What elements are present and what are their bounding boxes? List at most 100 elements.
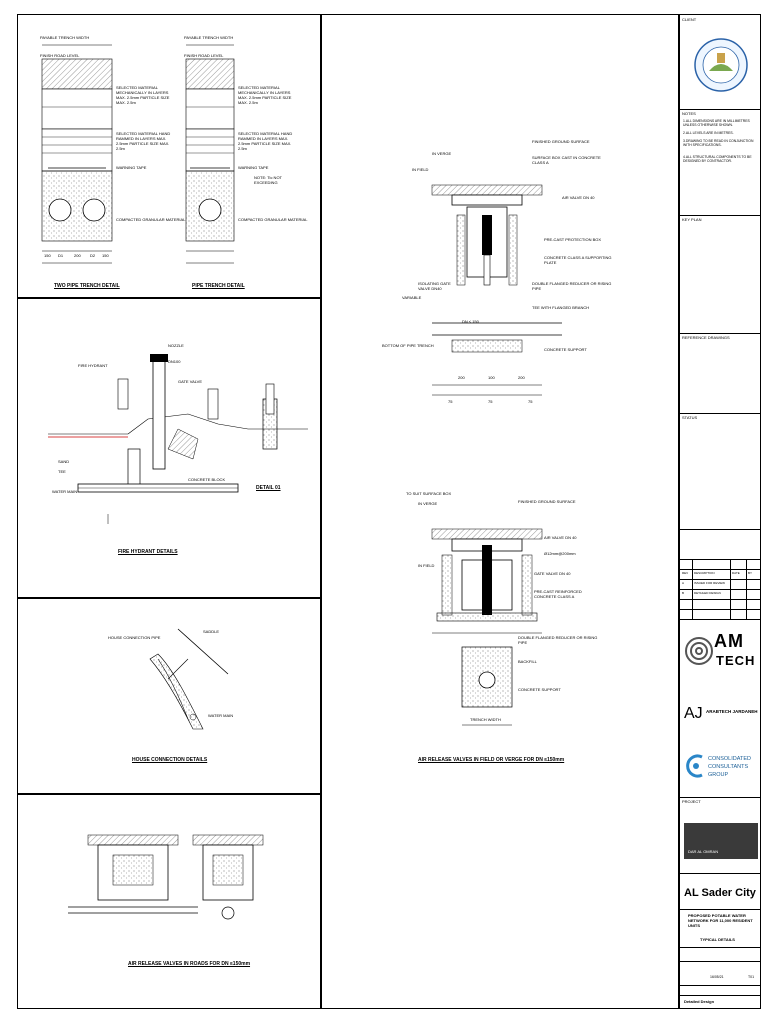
air-roads-drawing bbox=[68, 834, 264, 920]
fire-caption: FIRE HYDRANT DETAILS bbox=[118, 549, 178, 555]
aj-name: ARABTECH JARDANEH bbox=[706, 709, 758, 714]
house-label-main: WATER MAIN bbox=[208, 713, 234, 718]
finish-road-label: FINISH ROAD LEVEL bbox=[40, 53, 80, 58]
house-connection-panel: HOUSE CONNECTION PIPE SADDLE WATER MAIN … bbox=[17, 598, 321, 794]
top-tee: TEE WITH FLANGED BRANCH bbox=[532, 305, 590, 310]
top-air-valve: AIR VALVE DN 40 bbox=[562, 195, 595, 200]
ccg-logo: CONSOLIDATED CONSULTANTS GROUP bbox=[684, 745, 758, 795]
dar-logo: DAR AL OMRAN bbox=[684, 823, 758, 859]
air-roads-caption: AIR RELEASE VALVES IN ROADS FOR DN ≤150m… bbox=[128, 961, 251, 967]
top-dim-75c: 75 bbox=[528, 399, 533, 404]
amtech-am: AM bbox=[714, 631, 744, 651]
top-in-field: IN FIELD bbox=[412, 167, 429, 172]
selected-material-1b: SELECTED MATERIAL MECHANICALLY IN LAYERS… bbox=[238, 85, 292, 105]
house-caption: HOUSE CONNECTION DETAILS bbox=[132, 757, 208, 763]
top-dn: DN ≤ 150 bbox=[462, 319, 479, 324]
amtech-rings-icon bbox=[685, 637, 713, 665]
top-dim-100: 100 bbox=[488, 375, 495, 380]
fire-hydrant-drawing bbox=[48, 354, 308, 524]
fire-label-tee: TEE bbox=[58, 469, 66, 474]
bot-to-suit: TO SUIT SURFACE BOX bbox=[406, 491, 452, 496]
top-dim-200a: 200 bbox=[458, 375, 465, 380]
client-label: CLIENT bbox=[682, 17, 697, 22]
top-in-verge: IN VERGE bbox=[432, 151, 452, 156]
fire-label-gate: GATE VALVE bbox=[178, 379, 203, 384]
title-block: CLIENT NOTES 1.ALL DIMENSIONS ARE IN MIL… bbox=[679, 14, 761, 1009]
dim-d1: D1 bbox=[58, 253, 64, 258]
aj-mark: AJ bbox=[684, 705, 703, 722]
bot-reducer: DOUBLE FLANGED REDUCER OR RISING PIPE bbox=[518, 635, 598, 645]
top-dim-75a: 75 bbox=[448, 399, 453, 404]
rev-header-rev: REV bbox=[682, 571, 689, 575]
note-4: 4.ALL STRUCTURAL COMPONENTS TO BE DESIGN… bbox=[683, 155, 752, 163]
key-plan-label: KEY PLAN bbox=[682, 217, 702, 222]
rev-header-date: DATE bbox=[732, 571, 740, 575]
top-isolating: ISOLATING GATE VALVE DN40 bbox=[418, 281, 451, 291]
aj-logo: AJ ARABTECH JARDANEH bbox=[684, 703, 758, 743]
top-reducer: DOUBLE FLANGED REDUCER OR RISING PIPE bbox=[532, 281, 612, 291]
reference-label: REFERENCE DRAWINGS bbox=[682, 335, 730, 340]
client-seal bbox=[694, 38, 748, 92]
project-title: AL Sader City bbox=[684, 887, 756, 899]
top-surface-box: SURFACE BOX CAST IN CONCRETE CLASS A bbox=[532, 155, 601, 165]
revision-table: REV DESCRIPTION DATE BY A ISSUED FOR REV… bbox=[680, 529, 760, 619]
ccg-name: CONSOLIDATED CONSULTANTS GROUP bbox=[708, 756, 751, 778]
note-3: 3.DRAWING TO BE READ IN CONJUNCTION WITH… bbox=[683, 139, 754, 147]
compacted-label: COMPACTED GRANULAR MATERIAL bbox=[116, 217, 186, 222]
sheet-number: T01 bbox=[748, 975, 755, 979]
sheet-title: TYPICAL DETAILS bbox=[700, 937, 735, 942]
ccg-icon bbox=[686, 754, 703, 778]
air-roads-panel: AIR RELEASE VALVES IN ROADS FOR DN ≤150m… bbox=[17, 794, 321, 1009]
compacted-label-2: COMPACTED GRANULAR MATERIAL bbox=[238, 217, 308, 222]
finish-road-label-2: FINISH ROAD LEVEL bbox=[184, 53, 224, 58]
bot-trench-width: TRENCH WIDTH bbox=[470, 717, 501, 722]
trench-panel: PAYABLE TRENCH WIDTH PAYABLE TRENCH WIDT… bbox=[17, 14, 321, 298]
bot-in-field: IN FIELD bbox=[418, 563, 435, 568]
bot-spacing: Ø12mm@200mm bbox=[544, 551, 576, 556]
dar-name: DAR AL OMRAN bbox=[688, 849, 719, 854]
project-subtitle: PROPOSED POTABLE WATER NETWORK FOR 11,00… bbox=[688, 913, 753, 928]
bot-gate-valve: GATE VALVE DN 40 bbox=[534, 571, 571, 576]
fire-label-nozzle: NOZZLE bbox=[168, 343, 184, 348]
selected-material-2b: SELECTED MATERIAL HAND RAMMED IN LAYERS … bbox=[238, 131, 293, 151]
rev-row-a-code: A bbox=[682, 581, 685, 585]
warning-tape-label: WARNING TAPE bbox=[116, 165, 147, 170]
dim-150-b: 150 bbox=[102, 253, 109, 258]
project-label: PROJECT bbox=[682, 799, 701, 804]
bot-finished-ground: FINISHED GROUND SURFACE bbox=[518, 499, 576, 504]
selected-material-1: SELECTED MATERIAL MECHANICALLY IN LAYERS… bbox=[116, 85, 170, 105]
fire-label-block: CONCRETE BLOCK bbox=[188, 477, 226, 482]
payable-width-label: PAYABLE TRENCH WIDTH bbox=[40, 35, 90, 40]
one-pipe-caption: PIPE TRENCH DETAIL bbox=[192, 283, 245, 289]
trench-drawing bbox=[41, 44, 235, 264]
selected-material-2: SELECTED MATERIAL HAND RAMMED IN LAYERS … bbox=[116, 131, 171, 151]
sheet-date: 16/05/21 bbox=[710, 975, 724, 979]
house-label-saddle: SADDLE bbox=[203, 629, 220, 634]
top-concrete-class: CONCRETE CLASS A SUPPORTING PLATE bbox=[544, 255, 612, 265]
bot-support: CONCRETE SUPPORT bbox=[518, 687, 561, 692]
top-finished-ground: FINISHED GROUND SURFACE bbox=[532, 139, 590, 144]
air-valve-drawing bbox=[431, 184, 562, 726]
top-dim-75b: 75 bbox=[488, 399, 493, 404]
fire-label-dn100: DN100 bbox=[168, 359, 181, 364]
fire-label-hydrant: FIRE HYDRANT bbox=[78, 363, 108, 368]
top-variable: VARIABLE bbox=[402, 295, 422, 300]
top-precast: PRE-CAST PROTECTION BOX bbox=[544, 237, 602, 242]
fire-label-main: WATER MAIN bbox=[52, 489, 78, 494]
fire-label-sand: SAND bbox=[58, 459, 70, 464]
air-valve-panel: IN VERGE IN FIELD FINISHED GROUND SURFAC… bbox=[321, 14, 679, 1009]
top-dim-200b: 200 bbox=[518, 375, 525, 380]
rev-header-by: BY bbox=[748, 571, 753, 575]
house-connection-drawing bbox=[149, 628, 229, 730]
fire-hydrant-panel: FIRE HYDRANT NOZZLE DN100 GATE VALVE SAN… bbox=[17, 298, 321, 598]
air-verge-caption: AIR RELEASE VALVES IN FIELD OR VERGE FOR… bbox=[418, 757, 565, 763]
two-pipe-caption: TWO PIPE TRENCH DETAIL bbox=[54, 283, 120, 289]
bot-air-valve: AIR VALVE DN 40 bbox=[544, 535, 577, 540]
status-label: STATUS bbox=[682, 415, 698, 420]
dim-200: 200 bbox=[74, 253, 81, 258]
dim-d2: D2 bbox=[90, 253, 96, 258]
house-label-pipe: HOUSE CONNECTION PIPE bbox=[108, 635, 161, 640]
bot-in-verge: IN VERGE bbox=[418, 501, 438, 506]
detail01-caption: DETAIL 01 bbox=[256, 485, 281, 491]
warning-tape-label-2: WARNING TAPE bbox=[238, 165, 269, 170]
